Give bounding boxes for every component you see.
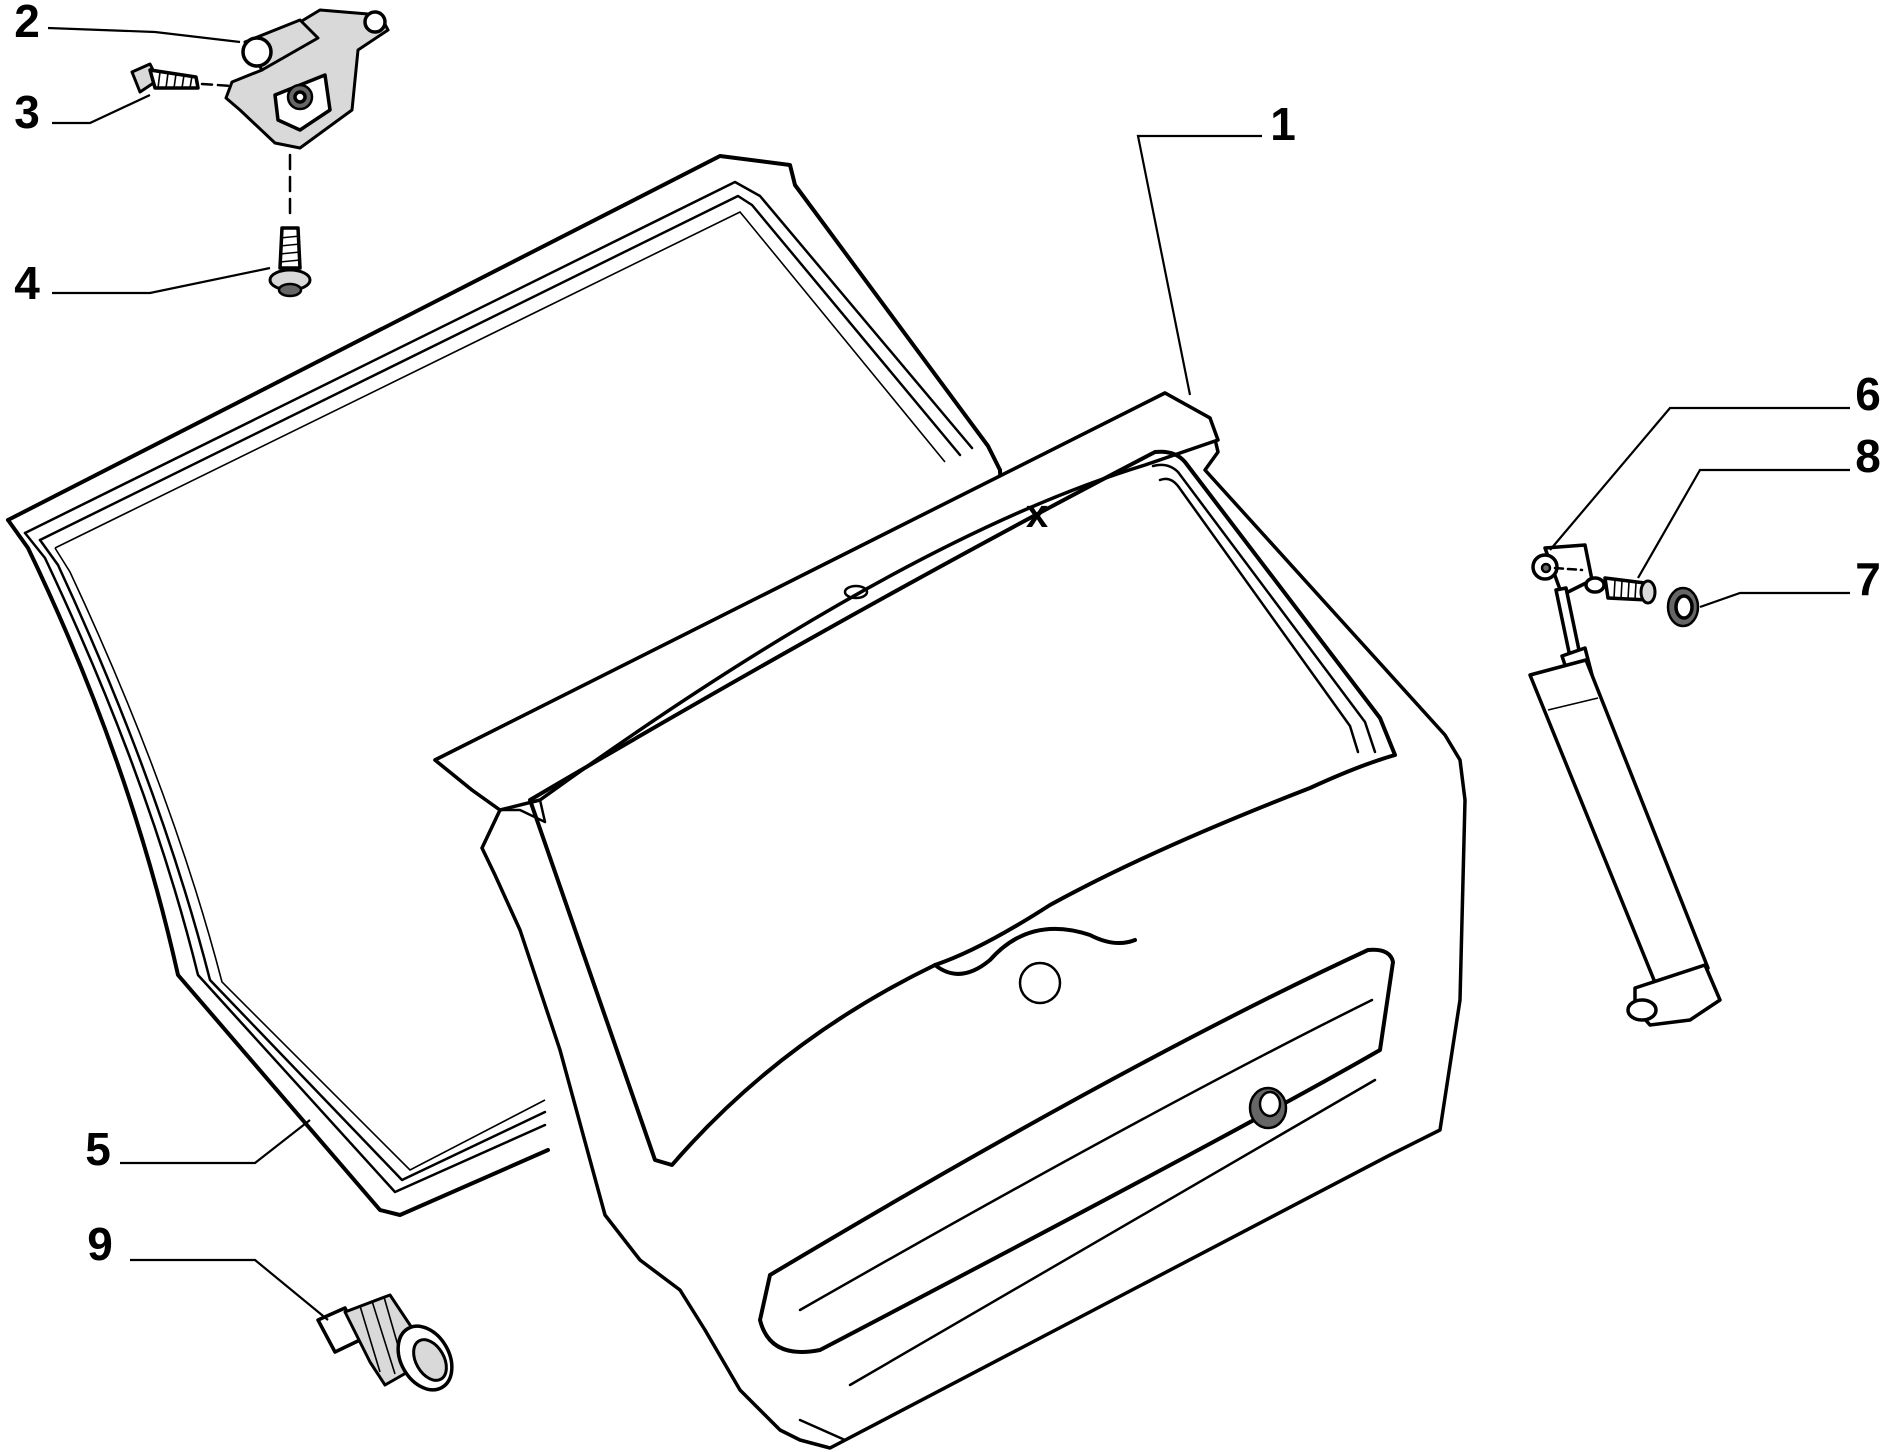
leader-lines <box>47 26 1850 1321</box>
callout-labels: 1 2 3 4 5 6 7 8 9 <box>14 0 1881 1270</box>
callout-7: 7 <box>1855 553 1881 605</box>
callout-3: 3 <box>14 86 40 138</box>
callout-1: 1 <box>1270 98 1296 150</box>
x-marker: x <box>1026 492 1048 536</box>
bolt-part-3 <box>130 62 234 94</box>
tailgate-panel: x <box>433 391 1467 1450</box>
callout-8: 8 <box>1855 430 1881 482</box>
washer-part-7 <box>1666 586 1700 628</box>
lock-button-part-9 <box>316 1293 454 1392</box>
pin-part-8 <box>1553 566 1657 605</box>
callout-4: 4 <box>14 257 40 309</box>
hinge <box>224 8 390 150</box>
screw-part-4 <box>268 153 312 298</box>
callout-6: 6 <box>1855 368 1881 420</box>
callout-2: 2 <box>14 0 40 47</box>
gas-strut <box>1528 543 1722 1027</box>
callout-9: 9 <box>87 1218 113 1270</box>
callout-5: 5 <box>85 1123 111 1175</box>
